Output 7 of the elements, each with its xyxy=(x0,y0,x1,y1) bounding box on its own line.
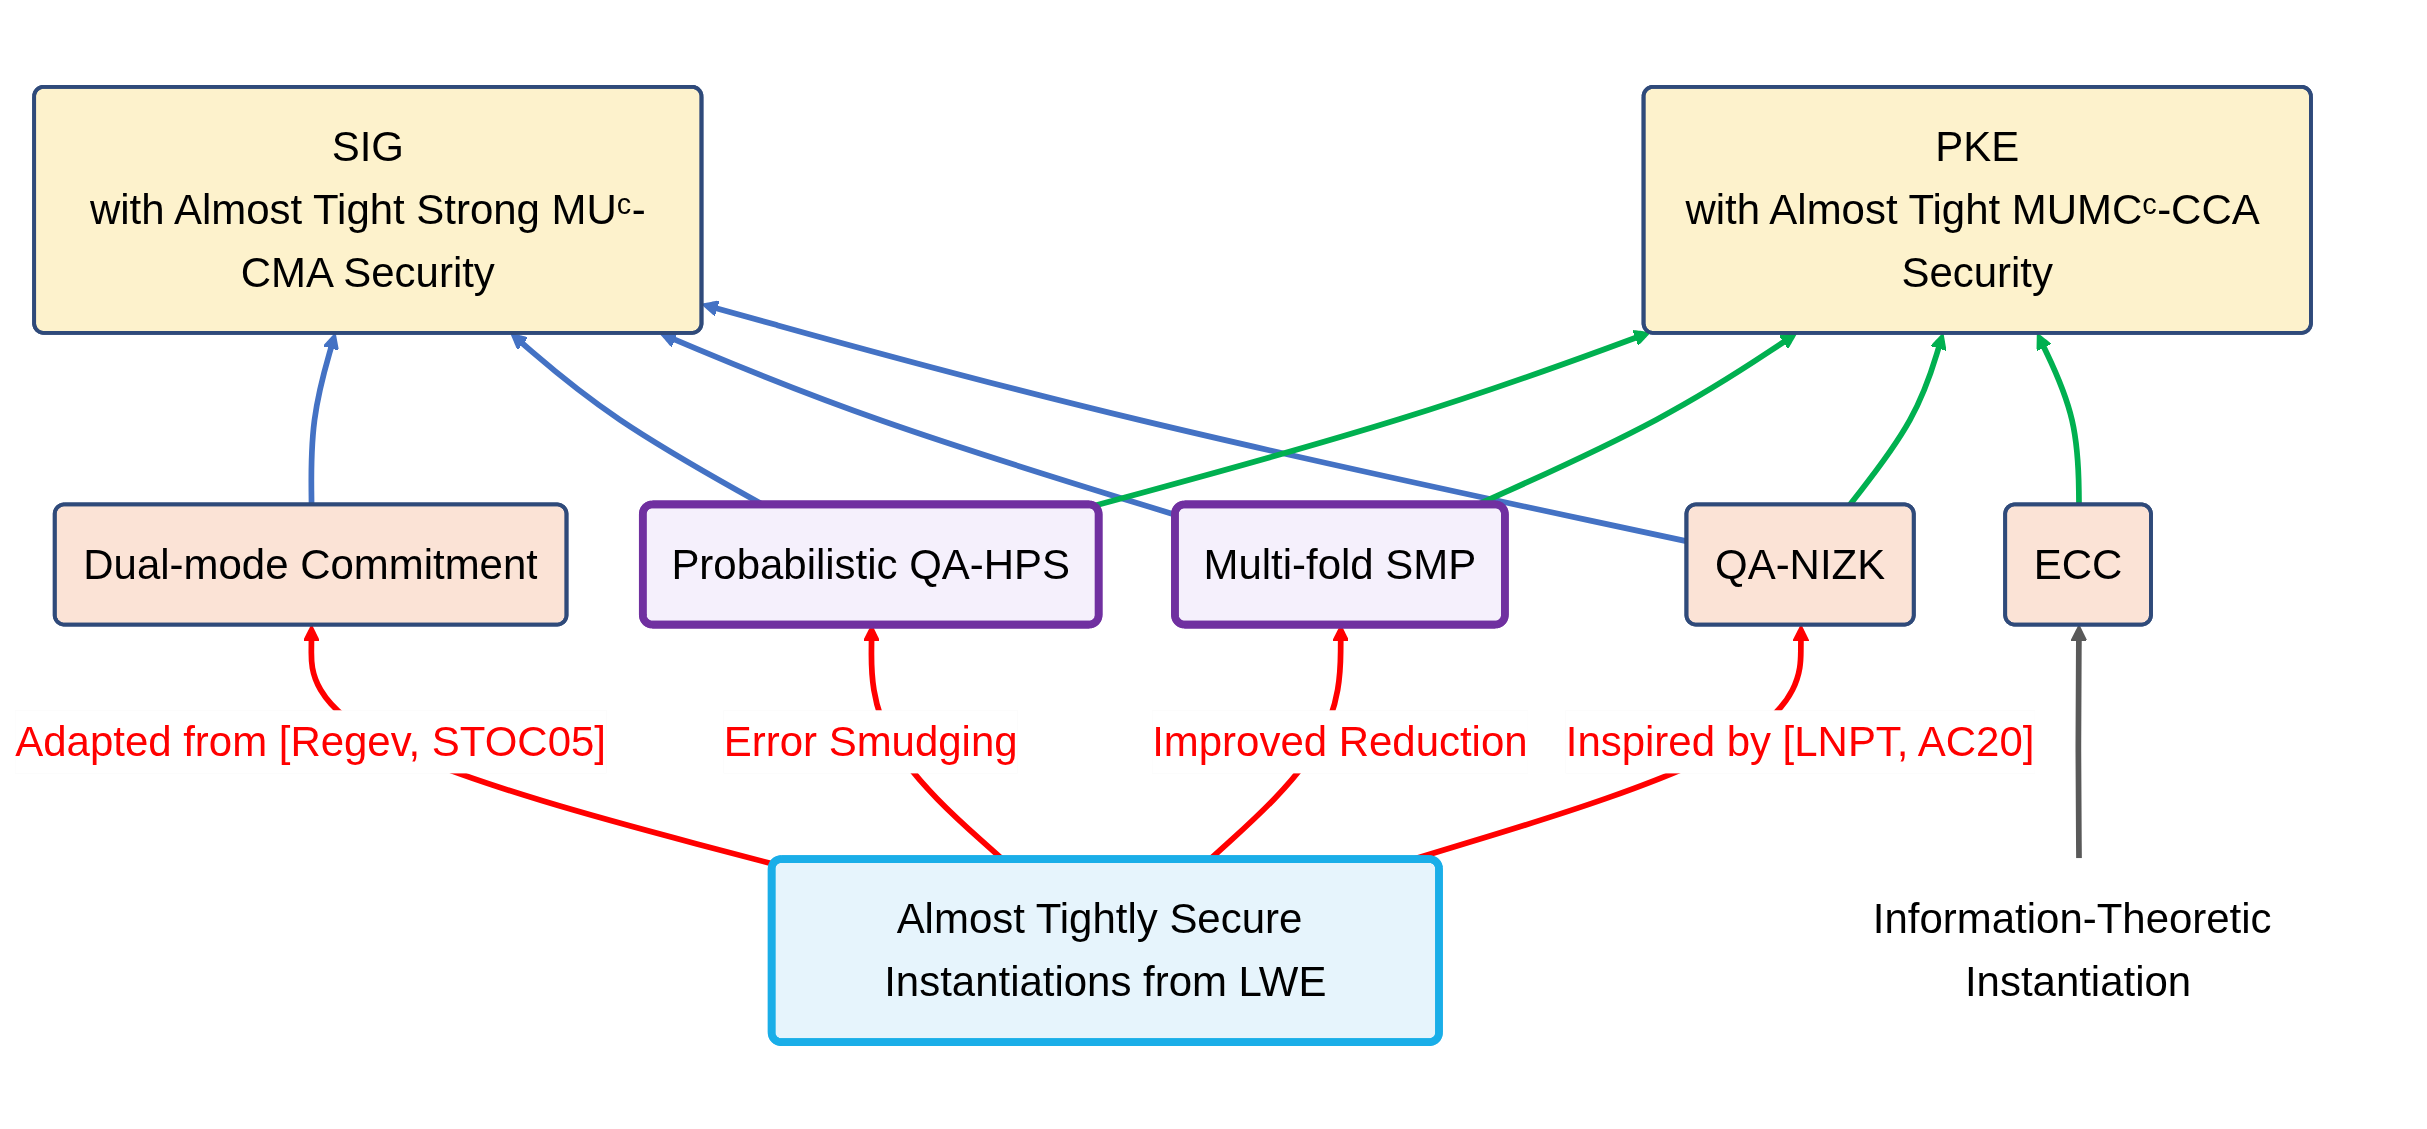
arrow xyxy=(2070,624,2088,861)
edge-label: Improved Reduction xyxy=(1152,718,1528,766)
edge-label: Inspired by [LNPT, AC20] xyxy=(1565,718,2035,766)
node-text: Information-Theoretic Instantiation xyxy=(1872,895,2272,1006)
edge-label: Error Smudging xyxy=(723,718,1018,766)
edge-label: Adapted from [Regev, STOC05] xyxy=(15,718,606,766)
arrow xyxy=(308,333,339,506)
